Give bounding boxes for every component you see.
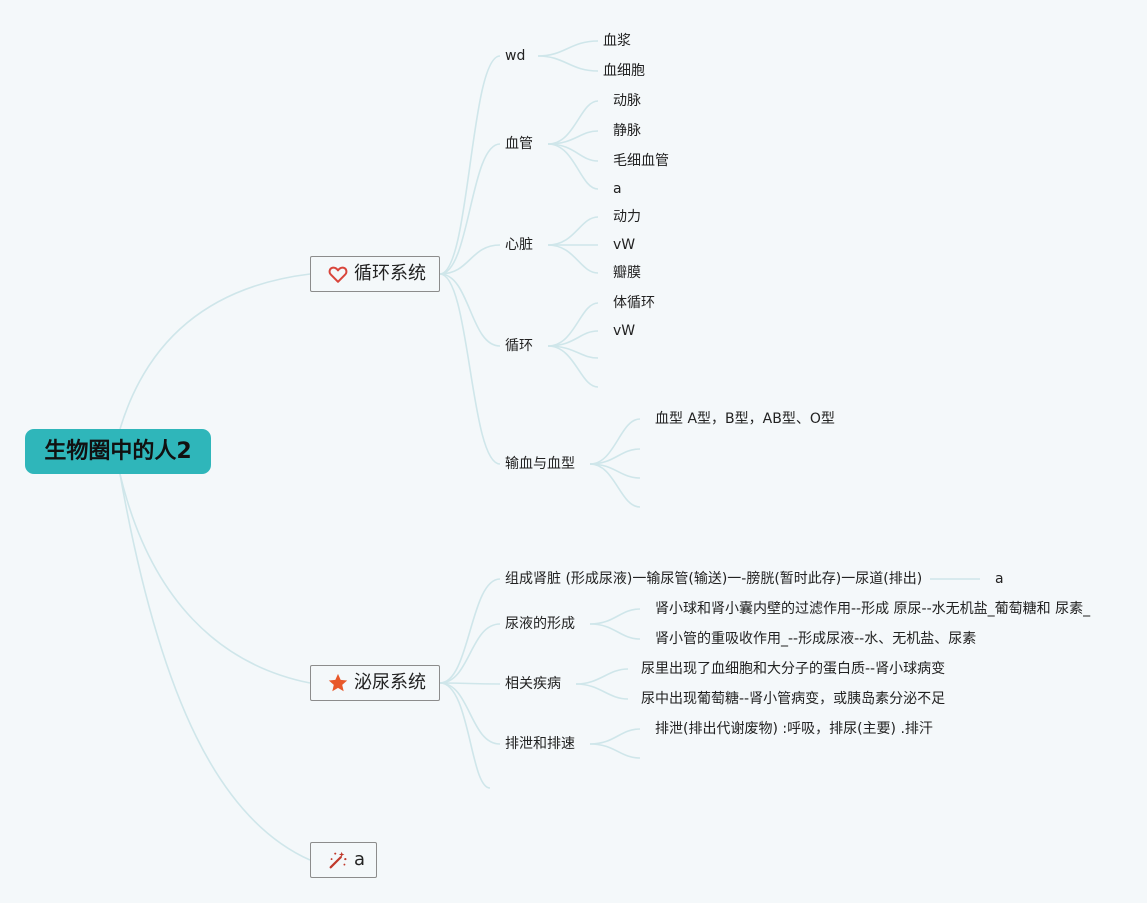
topic-related-diseases[interactable]: 相关疾病 xyxy=(505,676,561,692)
connector-line xyxy=(589,743,641,759)
topic-heart[interactable]: 心脏 xyxy=(505,237,533,253)
topic-transfusion-blood-type[interactable]: 输血与血型 xyxy=(505,456,575,472)
connector-line xyxy=(547,345,599,388)
connector-line xyxy=(589,608,641,625)
connector-line xyxy=(547,100,599,145)
subtopic-blood-types[interactable]: 血型 A型，B型，AB型、O型 xyxy=(655,411,835,427)
subtopic-vw[interactable]: vW xyxy=(613,323,636,339)
connector-line xyxy=(439,623,501,684)
connector-line xyxy=(537,40,599,57)
branch-label: 泌尿系统 xyxy=(354,672,426,693)
subtopic-vein[interactable]: 静脉 xyxy=(613,123,641,139)
connector-line xyxy=(439,244,501,275)
subtopic-blood-cells[interactable]: 血细胞 xyxy=(603,63,645,79)
subtopic-glomerular-lesion[interactable]: 尿里出现了血细胞和大分子的蛋白质--肾小球病变 xyxy=(641,661,946,677)
connector-line xyxy=(547,216,599,246)
branch-label: a xyxy=(354,849,366,870)
subtopic-a[interactable]: a xyxy=(613,181,622,197)
magic-wand-icon xyxy=(327,849,349,871)
subtopic-reabsorption[interactable]: 肾小管的重吸收作用_--形成尿液--水、无机盐、尿素 xyxy=(655,631,977,647)
connector-line xyxy=(589,463,641,508)
star-icon xyxy=(327,672,349,694)
connector-line xyxy=(439,55,501,275)
connector-line xyxy=(439,682,491,789)
connector-line xyxy=(575,668,629,685)
connector-line xyxy=(575,683,629,700)
subtopic-valve[interactable]: 瓣膜 xyxy=(613,265,641,281)
connector-line xyxy=(547,330,599,347)
subtopic-tubular-lesion[interactable]: 尿中出现葡萄糖--肾小管病变，或胰岛素分泌不足 xyxy=(641,691,946,707)
branch-circulatory-system[interactable]: 循环系统 xyxy=(310,256,440,292)
subtopic-capillary[interactable]: 毛细血管 xyxy=(613,153,669,169)
subtopic-excretion-routes[interactable]: 排泄(排出代谢废物) :呼吸，排尿(主要) .排汗 xyxy=(655,721,933,737)
subtopic-filtration[interactable]: 肾小球和肾小囊内壁的过滤作用--形成 原尿--水无机盐_葡萄糖和 尿素_ xyxy=(655,601,1091,617)
connector-line xyxy=(119,473,311,861)
connector-line xyxy=(547,143,599,190)
branch-a[interactable]: a xyxy=(310,842,377,878)
subtopic-a[interactable]: a xyxy=(995,571,1004,587)
connector-line xyxy=(439,682,501,745)
topic-blood-vessels[interactable]: 血管 xyxy=(505,136,533,152)
root-topic[interactable]: 生物圈中的人2 xyxy=(25,429,211,474)
topic-urine-formation[interactable]: 尿液的形成 xyxy=(505,616,575,632)
connector-line xyxy=(439,578,501,684)
connector-line xyxy=(537,55,599,72)
branch-label: 循环系统 xyxy=(354,263,426,284)
topic-kidney-composition[interactable]: 组成肾脏 (形成尿液)一输尿管(输送)一-膀胱(暂时此存)一尿道(排出) xyxy=(505,571,923,587)
heart-icon xyxy=(327,263,349,285)
topic-wd[interactable]: wd xyxy=(505,48,526,64)
connector-line xyxy=(589,418,641,465)
connector-line xyxy=(589,728,641,745)
connector-line xyxy=(119,273,311,430)
connector-line xyxy=(439,682,501,685)
branch-urinary-system[interactable]: 泌尿系统 xyxy=(310,665,440,701)
topic-circulation[interactable]: 循环 xyxy=(505,338,533,354)
connector-line xyxy=(119,473,311,684)
subtopic-systemic-circulation[interactable]: 体循环 xyxy=(613,295,655,311)
connector-line xyxy=(439,273,501,465)
subtopic-power[interactable]: 动力 xyxy=(613,209,641,225)
subtopic-artery[interactable]: 动脉 xyxy=(613,93,641,109)
subtopic-plasma[interactable]: 血浆 xyxy=(603,33,631,49)
connector-line xyxy=(439,273,501,347)
connector-line xyxy=(439,143,501,275)
topic-excretion[interactable]: 排泄和排速 xyxy=(505,736,575,752)
connector-line xyxy=(547,244,599,274)
connector-line xyxy=(547,143,599,162)
subtopic-vw[interactable]: vW xyxy=(613,237,636,253)
connector-line xyxy=(589,623,641,640)
